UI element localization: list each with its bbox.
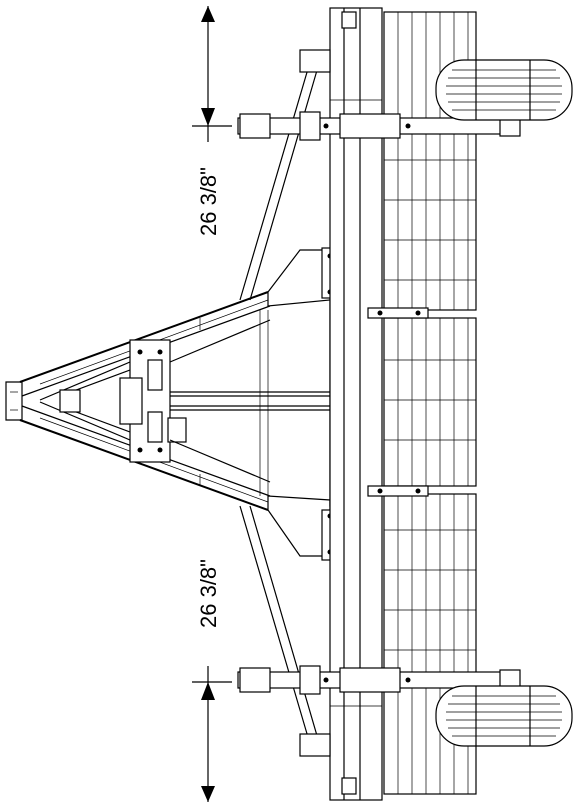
gauge-wheel-arm-upper (237, 111, 521, 141)
arrowhead-upper-bottom (201, 108, 215, 126)
dimension-label-upper: 26 3/8" (196, 167, 221, 236)
arrowhead-bottom (201, 786, 215, 802)
arrowhead-lower-top (201, 682, 215, 700)
wing-frame-braces (239, 49, 331, 757)
gauge-tire-upper (435, 59, 573, 121)
gauge-wheel-arm-lower (237, 665, 521, 695)
hitch-tongue-plate (5, 381, 23, 421)
arrowhead-top (201, 6, 215, 22)
gauge-tire-lower (435, 685, 573, 747)
dimension-label-lower: 26 3/8" (196, 559, 221, 628)
hitch-a-frame (5, 291, 330, 511)
dimension-upper: 26 3/8" (192, 6, 232, 236)
dimension-lower: 26 3/8" (192, 559, 232, 802)
